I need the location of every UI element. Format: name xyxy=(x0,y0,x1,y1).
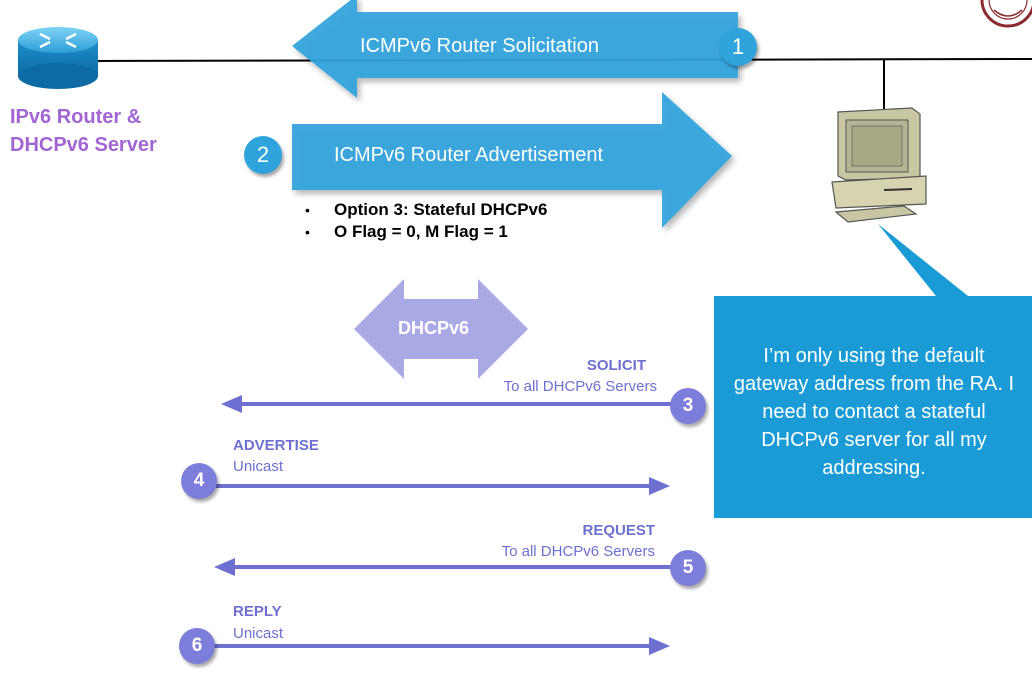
reply-subtext: Unicast xyxy=(233,625,284,642)
advertise-subtext: Unicast xyxy=(233,458,284,475)
request-name: REQUEST xyxy=(582,522,655,539)
router-solicitation-arrow xyxy=(292,0,738,98)
ra-option-item: O Flag = 0, M Flag = 1 xyxy=(305,221,547,243)
solicit-arrow xyxy=(221,395,672,413)
reply-arrow xyxy=(210,637,670,655)
router-label-line2: DHCPv6 Server xyxy=(10,134,157,156)
step-3-badge: 3 xyxy=(670,388,706,424)
request-arrow xyxy=(214,558,672,576)
router-icon xyxy=(18,27,98,89)
step-5-badge: 5 xyxy=(670,550,706,586)
ra-options-list: Option 3: Stateful DHCPv6 O Flag = 0, M … xyxy=(305,199,547,243)
desktop-computer-icon xyxy=(831,107,927,223)
ra-option-item: Option 3: Stateful DHCPv6 xyxy=(305,199,547,221)
step-4-badge: 4 xyxy=(181,463,217,499)
router-label-line1: IPv6 Router & xyxy=(10,106,142,128)
step-1-badge: 1 xyxy=(719,28,757,66)
router-advertisement-arrow xyxy=(292,92,732,228)
host-callout-text: I’m only using the default gateway addre… xyxy=(733,345,1015,479)
solicit-subtext: To all DHCPv6 Servers xyxy=(503,378,657,395)
router-advertisement-label: ICMPv6 Router Advertisement xyxy=(334,144,603,166)
advertise-arrow xyxy=(210,477,670,495)
router-solicitation-label: ICMPv6 Router Solicitation xyxy=(360,35,599,57)
step-2-badge: 2 xyxy=(244,136,282,174)
host-thought-callout xyxy=(714,224,1032,518)
dhcpv6-double-arrow xyxy=(354,279,528,379)
router-label: IPv6 Router & DHCPv6 Server xyxy=(10,103,157,159)
university-seal xyxy=(980,0,1032,28)
reply-name: REPLY xyxy=(233,603,282,620)
solicit-name: SOLICIT xyxy=(586,357,646,374)
dhcpv6-label: DHCPv6 xyxy=(398,318,470,338)
advertise-name: ADVERTISE xyxy=(233,437,319,454)
step-6-badge: 6 xyxy=(179,628,215,664)
request-subtext: To all DHCPv6 Servers xyxy=(501,543,655,560)
